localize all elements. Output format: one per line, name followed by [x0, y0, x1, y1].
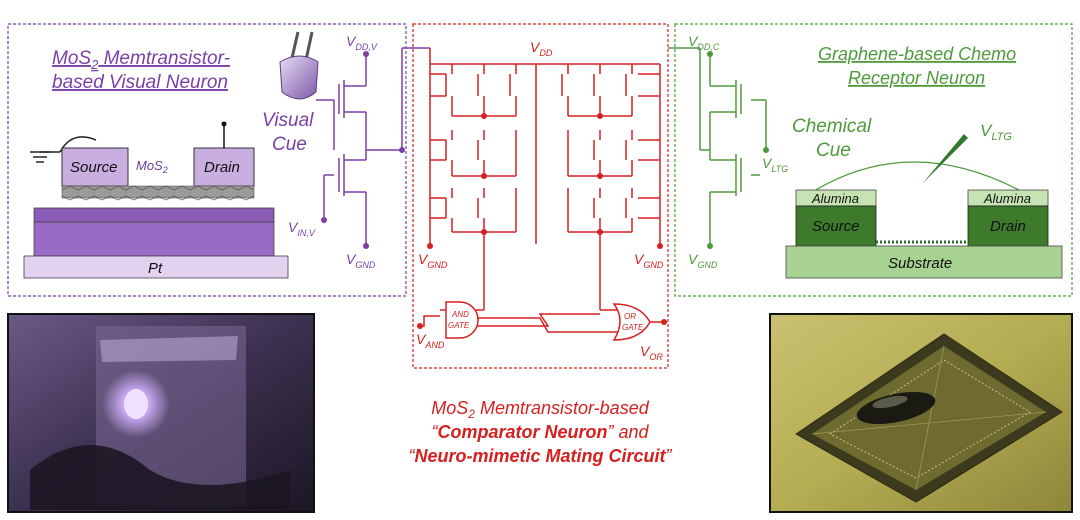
- comparator-vand-label: VAND: [416, 331, 445, 350]
- chemo-cue-label: Chemical: [792, 116, 872, 137]
- visual-substrate-label: Pt: [148, 260, 163, 277]
- visual-substrate: [23, 255, 289, 279]
- electrolyte-arc: [805, 161, 1031, 197]
- visual-cue-label-2: Cue: [272, 134, 307, 155]
- and-gate-icon: AND GATE: [445, 301, 479, 339]
- chemo-substrate-label: Substrate: [888, 255, 952, 272]
- visual-title-line2: based Visual Neuron: [52, 72, 228, 93]
- comparator-vdd-label: VDD: [530, 39, 553, 58]
- visual-panel: MoS2 Memtransistor- based Visual Neuron …: [23, 31, 430, 279]
- chemo-vltg-label: VLTG: [980, 121, 1012, 143]
- chemo-substrate: [785, 245, 1063, 279]
- comparator-vgnd-right: VGND: [634, 251, 664, 270]
- chemo-drain-contact: [967, 205, 1049, 247]
- chemo-alumina-left-label: Alumina: [811, 191, 859, 206]
- visual-cue-label: Visual: [262, 110, 314, 131]
- comparator-panel: VDD: [408, 39, 672, 466]
- comparator-vgnd-left: VGND: [418, 251, 448, 270]
- visual-channel-label: MoS2: [136, 158, 168, 175]
- gate-probe-icon: [922, 134, 968, 184]
- chemo-cue-label-2: Cue: [816, 140, 851, 161]
- chemo-alumina-right-label: Alumina: [983, 191, 1031, 206]
- chemo-vddc-label: VDD,C: [688, 33, 720, 52]
- visual-vgnd-label: VGND: [346, 251, 376, 270]
- visual-vin-label: VIN,V: [288, 219, 316, 238]
- comparator-caption-line2: “Comparator Neuron” and: [431, 422, 649, 442]
- comparator-vor-label: VOR: [640, 343, 663, 362]
- comparator-panel-frame: [412, 23, 669, 369]
- chemo-vltg-circuit-label: VLTG: [762, 155, 788, 174]
- chemo-vgnd-label: VGND: [688, 251, 718, 270]
- visual-source-contact: [61, 147, 129, 187]
- visual-circuit: [316, 47, 430, 244]
- svg-text:AND: AND: [451, 310, 469, 319]
- visual-title-line1: MoS2 Memtransistor-: [52, 48, 230, 72]
- comparator-caption-line3: “Neuro-mimetic Mating Circuit”: [408, 446, 672, 466]
- chemo-circuit: [668, 47, 767, 244]
- svg-text:GATE: GATE: [448, 321, 470, 330]
- chemo-source-label: Source: [812, 218, 860, 235]
- comparator-circuit: [420, 48, 662, 333]
- visual-gate-stack: [33, 221, 275, 257]
- chemo-title-line2: Receptor Neuron: [848, 68, 985, 88]
- visual-drain-contact: [193, 147, 255, 187]
- comparator-caption-line1: MoS2 Memtransistor-based: [431, 398, 649, 421]
- or-gate-icon: OR GATE: [612, 303, 651, 341]
- chemo-panel: Graphene-based Chemo Receptor Neuron VDD…: [668, 33, 1063, 279]
- visual-vdd-label: VDD,V: [346, 33, 378, 52]
- chemo-panel-frame: [674, 23, 1073, 297]
- chemo-drain-label: Drain: [990, 218, 1026, 235]
- chemo-title-line1: Graphene-based Chemo: [818, 44, 1016, 64]
- visual-source-label: Source: [70, 159, 118, 176]
- visual-dielectric: [33, 207, 275, 223]
- visual-photo: [7, 313, 315, 513]
- mos2-lattice: [61, 185, 255, 201]
- visual-drain-label: Drain: [204, 159, 240, 176]
- svg-text:GATE: GATE: [622, 323, 644, 332]
- chemo-chip-photo: [769, 313, 1073, 513]
- led-icon: [279, 31, 319, 100]
- svg-text:OR: OR: [624, 312, 636, 321]
